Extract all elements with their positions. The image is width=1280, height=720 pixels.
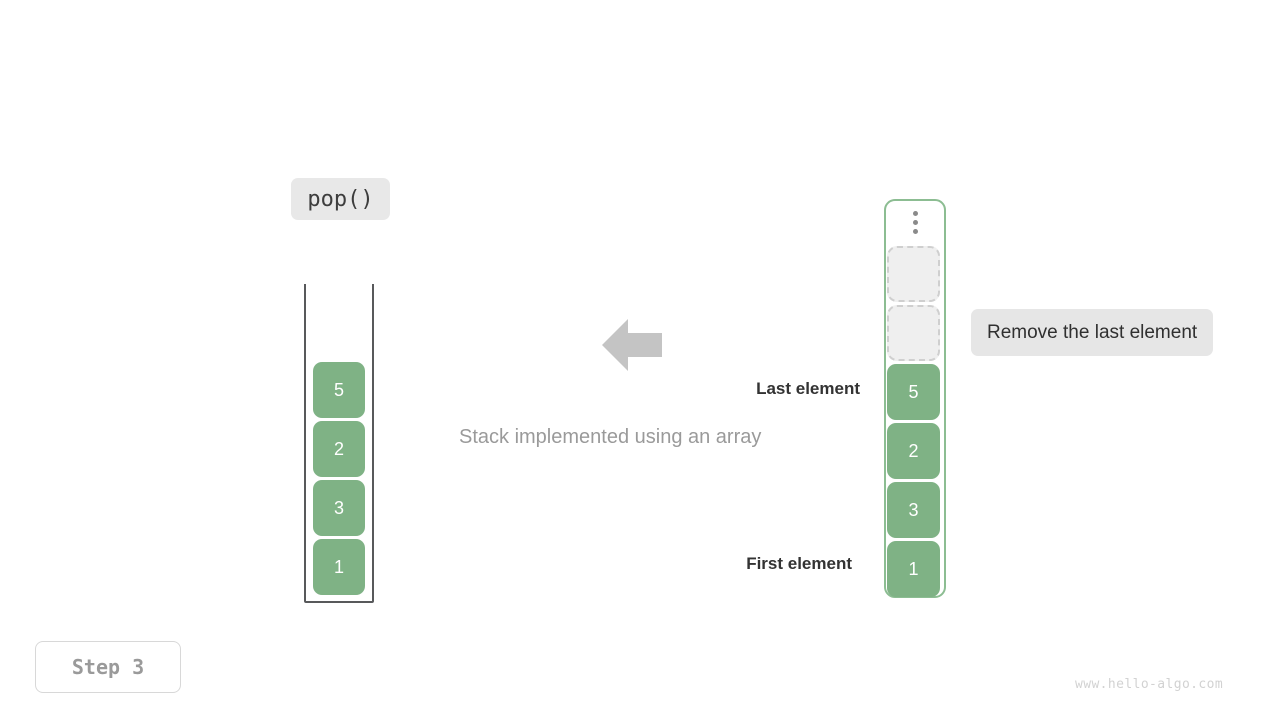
ellipsis-dot [912,229,918,234]
array-empty-slot [887,305,940,361]
stack-wall-left [304,284,306,601]
array-cell: 3 [887,482,940,538]
ellipsis-dot [912,220,918,225]
stack-container: 5 2 3 1 [304,284,374,603]
stack-wall-right [372,284,374,601]
array-cell-list: 5 2 3 1 [887,246,943,600]
step-badge: Step 3 [35,641,181,693]
stack-cell: 5 [313,362,365,418]
stack-cell: 3 [313,480,365,536]
vertical-ellipsis-icon [886,211,944,234]
label-first-element: First element [746,554,852,573]
arrow-left-icon [602,319,662,371]
diagram-caption: Stack implemented using an array [459,426,762,448]
array-cell: 5 [887,364,940,420]
operation-badge-pop: pop() [291,178,390,220]
stack-cell: 1 [313,539,365,595]
watermark: www.hello-algo.com [1075,677,1224,692]
stack-wall-bottom [304,601,374,603]
array-container: 5 2 3 1 [884,199,946,598]
array-cell: 2 [887,423,940,479]
array-cell: 1 [887,541,940,597]
stack-cell: 2 [313,421,365,477]
annotation-remove-last-element: Remove the last element [971,309,1214,356]
stack-cell-list: 5 2 3 1 [313,362,365,598]
ellipsis-dot [912,211,918,216]
array-empty-slot [887,246,940,302]
label-last-element: Last element [756,379,860,398]
